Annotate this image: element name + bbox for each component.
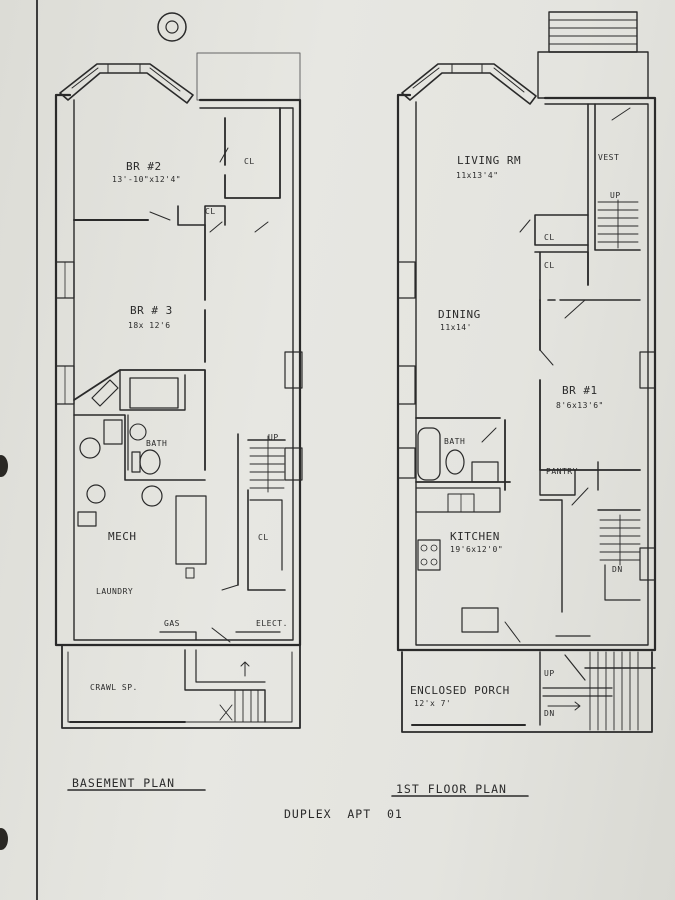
label-bath: BATH <box>444 437 465 446</box>
label-elect: ELECT. <box>256 619 288 628</box>
binder-hole <box>0 828 8 850</box>
label-closet: CL <box>244 157 255 166</box>
label-bath: BATH <box>146 439 167 448</box>
label-closet: CL <box>258 533 269 542</box>
binding-margin-line <box>36 0 38 900</box>
label-down: DN <box>544 709 555 718</box>
label-crawl-space: CRAWL SP. <box>90 683 138 692</box>
label-enclosed-porch: ENCLOSED PORCH <box>410 684 510 697</box>
label-up: UP <box>268 433 279 442</box>
label-br1-size: 8'6x13'6" <box>556 401 604 410</box>
label-vestibule: VEST <box>598 153 619 162</box>
label-kitchen-size: 19'6x12'0" <box>450 545 503 554</box>
label-living-size: 11x13'4" <box>456 171 499 180</box>
label-closet: CL <box>544 233 555 242</box>
label-br3: BR # 3 <box>130 304 173 317</box>
label-br3-size: 18x 12'6 <box>128 321 171 330</box>
label-br2-size: 13'-10"x12'4" <box>112 175 181 184</box>
label-living-room: LIVING RM <box>457 154 521 167</box>
basement-plan <box>54 12 303 729</box>
binder-hole <box>0 455 8 477</box>
label-br1: BR #1 <box>562 384 598 397</box>
label-laundry: LAUNDRY <box>96 587 133 596</box>
label-down: DN <box>612 565 623 574</box>
label-br2: BR #2 <box>126 160 162 173</box>
sheet-title: DUPLEX APT 01 <box>284 807 403 821</box>
label-pantry: PANTRY <box>546 467 578 476</box>
label-gas: GAS <box>164 619 180 628</box>
basement-plan-title: BASEMENT PLAN <box>72 776 175 790</box>
label-kitchen: KITCHEN <box>450 530 500 543</box>
label-up: UP <box>610 191 621 200</box>
label-mech: MECH <box>108 530 137 543</box>
label-porch-size: 12'x 7' <box>414 699 451 708</box>
label-dining: DINING <box>438 308 481 321</box>
label-closet: CL <box>544 261 555 270</box>
first-floor-plan <box>396 11 657 733</box>
label-up: UP <box>544 669 555 678</box>
label-dining-size: 11x14' <box>440 323 472 332</box>
first-floor-plan-title: 1ST FLOOR PLAN <box>396 782 507 796</box>
label-closet: CL <box>205 207 216 216</box>
